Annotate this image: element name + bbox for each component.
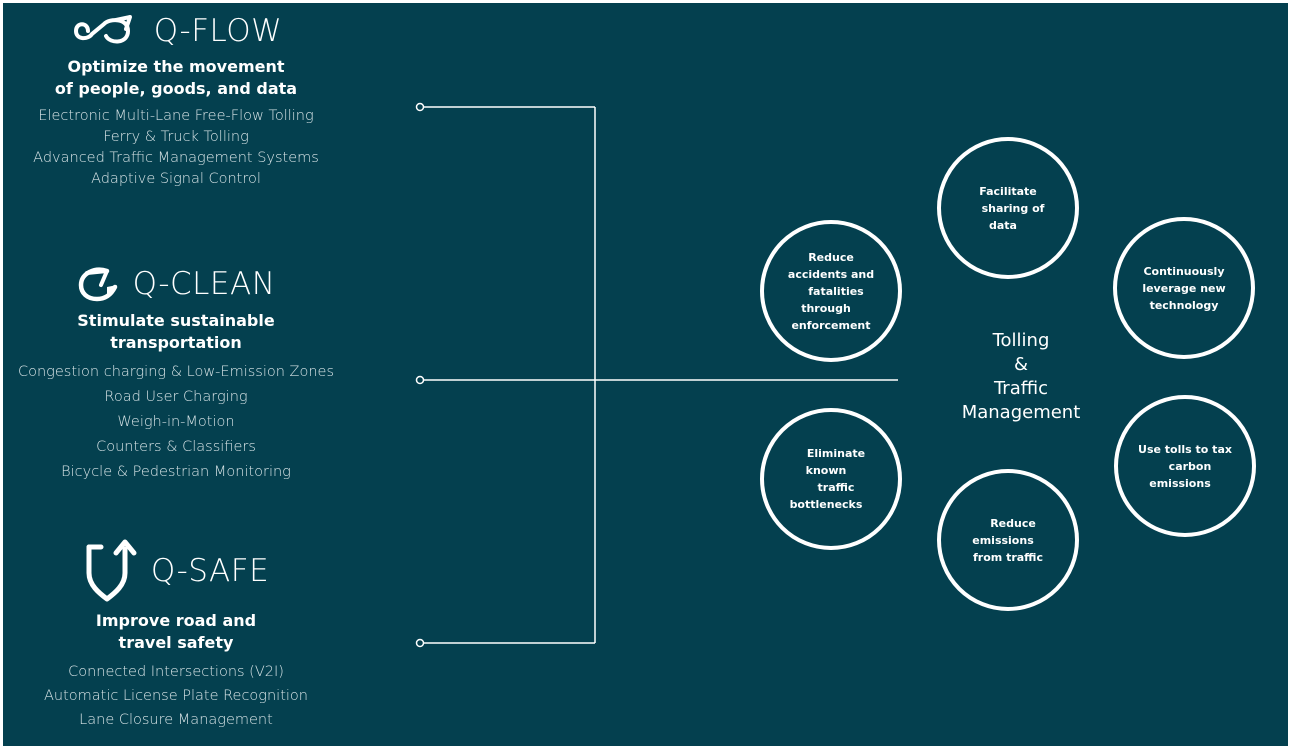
q-flow-title: Q-FLOW	[153, 13, 283, 49]
list-item: Weigh-in-Motion	[117, 414, 235, 430]
circle-facilitate-sharing: Facilitate sharing of data	[937, 137, 1079, 279]
section-q-clean: Q-CLEAN Stimulate sustainable transporta…	[3, 265, 349, 485]
circle-label: Continuously leverage new technology	[1142, 264, 1226, 312]
q-clean-tagline: Stimulate sustainable transportation	[77, 311, 275, 352]
list-item: Congestion charging & Low-Emission Zones	[17, 364, 335, 380]
circle-tax-carbon: Use tolls to tax carbon emissions	[1114, 395, 1256, 537]
q-clean-title: Q-CLEAN	[132, 266, 276, 302]
hub-label: Tolling & Traffic Management	[961, 330, 1081, 423]
list-item: Adaptive Signal Control	[91, 171, 261, 187]
q-flow-tagline: Optimize the movement of people, goods, …	[54, 57, 298, 98]
q-clean-items: Congestion charging & Low-Emission Zones…	[3, 360, 349, 485]
list-item: Automatic License Plate Recognition	[43, 688, 308, 704]
list-item: Counters & Classifiers	[96, 439, 256, 455]
q-safe-title: Q-SAFE	[150, 553, 270, 589]
connector-node-flow	[415, 102, 425, 112]
circle-label: Facilitate sharing of data	[979, 184, 1045, 232]
q-safe-tagline: Improve road and travel safety	[95, 611, 257, 652]
q-safe-brand: Q-SAFE	[3, 539, 349, 603]
connector-lines	[415, 102, 898, 648]
infinity-loop-icon	[73, 15, 132, 44]
connector-node-safe	[415, 638, 425, 648]
leaf-recycle-icon	[78, 267, 117, 302]
section-q-safe: Q-SAFE Improve road and travel safety Co…	[3, 539, 349, 732]
circle-label: Reduce accidents and fatalities through …	[787, 250, 875, 332]
circle-reduce-accidents: Reduce accidents and fatalities through …	[760, 220, 902, 362]
list-item: Ferry & Truck Tolling	[103, 129, 249, 145]
circle-label: Reduce emissions from traffic	[972, 516, 1043, 564]
circle-reduce-emissions: Reduce emissions from traffic	[937, 469, 1079, 611]
circle-label: Use tolls to tax carbon emissions	[1138, 442, 1232, 490]
list-item: Advanced Traffic Management Systems	[33, 150, 319, 166]
diagram-canvas: Q-FLOW Optimize the movement of people, …	[3, 3, 1288, 746]
list-item: Electronic Multi-Lane Free-Flow Tolling	[38, 108, 314, 124]
connector-node-clean	[415, 375, 425, 385]
list-item: Road User Charging	[104, 389, 248, 405]
q-flow-brand: Q-FLOW	[3, 13, 349, 49]
list-item: Lane Closure Management	[79, 712, 273, 728]
q-safe-items: Connected Intersections (V2I) Automatic …	[3, 660, 349, 732]
list-item: Connected Intersections (V2I)	[68, 664, 284, 680]
q-clean-brand: Q-CLEAN	[3, 265, 349, 303]
section-q-flow: Q-FLOW Optimize the movement of people, …	[3, 13, 349, 190]
shield-arrow-icon	[86, 539, 137, 602]
list-item: Bicycle & Pedestrian Monitoring	[61, 464, 291, 480]
q-flow-items: Electronic Multi-Lane Free-Flow Tolling …	[3, 106, 349, 190]
circle-eliminate-bottlenecks: Eliminate known traffic bottlenecks	[760, 408, 902, 550]
circle-label: Eliminate known traffic bottlenecks	[789, 447, 866, 511]
circle-leverage-technology: Continuously leverage new technology	[1113, 217, 1255, 359]
